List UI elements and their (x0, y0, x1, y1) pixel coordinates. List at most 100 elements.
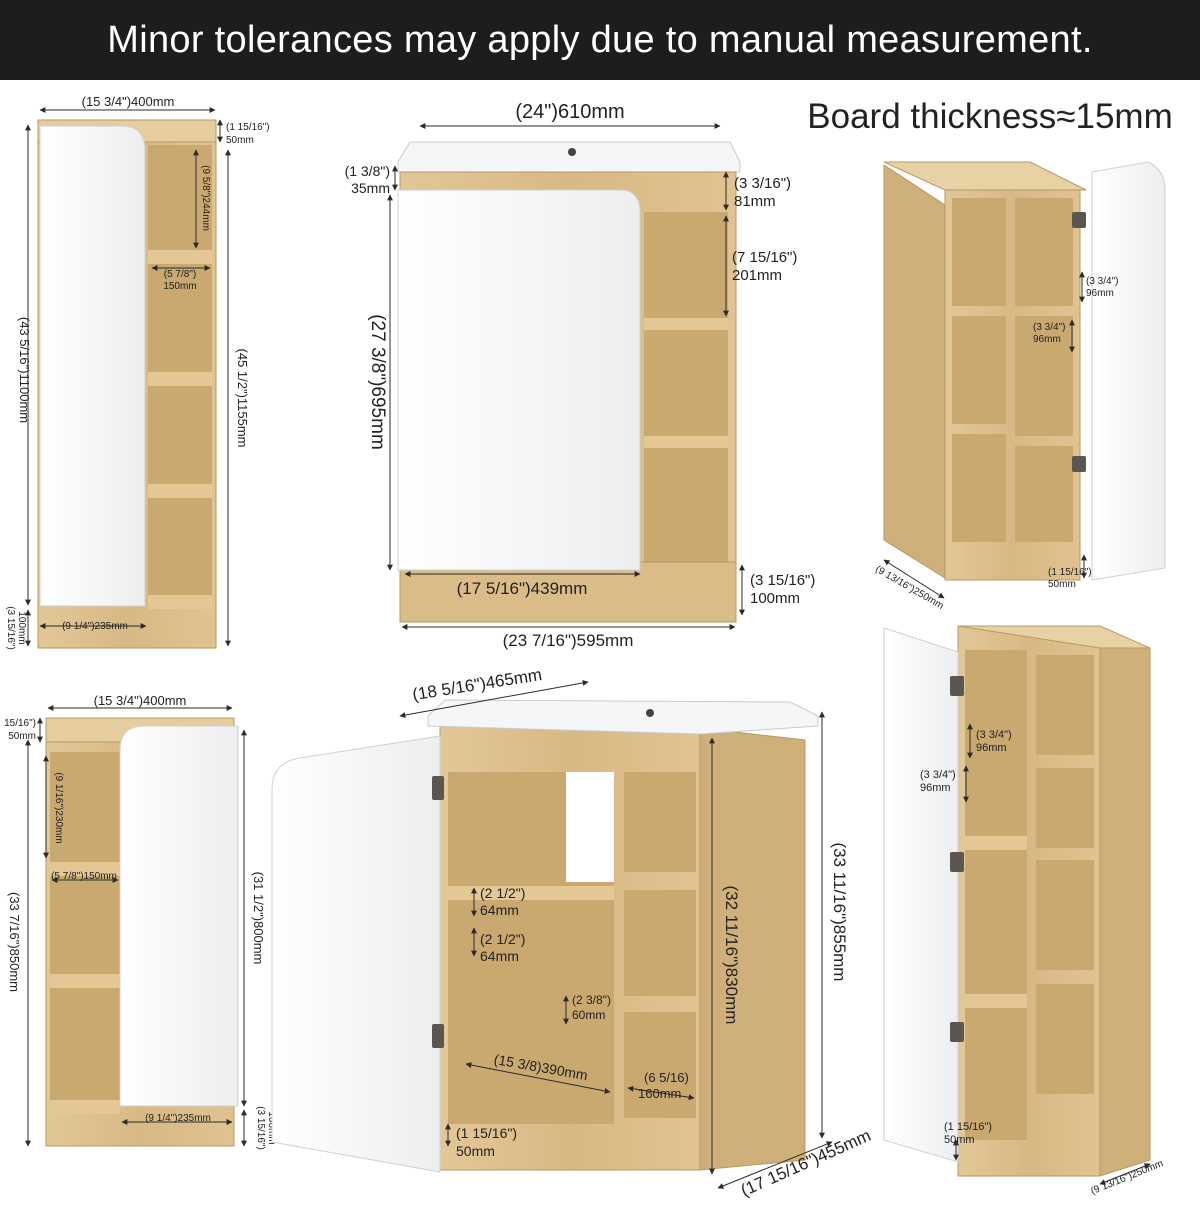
dim-line (399, 680, 589, 718)
cabinet-door (883, 627, 959, 1163)
cabinet-door (39, 125, 146, 607)
dim-base: (1 15/16")50mm (944, 1121, 992, 1146)
shelf (448, 886, 614, 900)
hinge-icon (1072, 456, 1086, 472)
dim-line (1099, 1163, 1151, 1185)
dim-depth-top: (18 5/16")465mm (411, 665, 543, 704)
dim-base: (1 15/16")50mm (456, 1125, 517, 1159)
dim-top-rail: (1 15/16")50mm (226, 122, 270, 146)
cabinet-side (883, 164, 946, 579)
banner: Minor tolerances may apply due to manual… (0, 0, 1200, 80)
dim-line (627, 1085, 695, 1101)
dim-base: (3 15/16")100mm (750, 572, 815, 607)
shelf (965, 994, 1027, 1008)
shelf (50, 974, 120, 988)
sink-top (397, 141, 741, 173)
dim-base: (1 15/16")50mm (1048, 567, 1092, 590)
faucet-hole (568, 148, 576, 156)
dim-cubby-a: (3 3/4")96mm (976, 729, 1012, 754)
dim-shelf-b: (5 7/8")150mm (163, 269, 196, 292)
shelf (148, 484, 212, 498)
dim-upper-shelf: (7 15/16")201mm (732, 249, 797, 284)
compartment (1036, 655, 1094, 755)
shelf (148, 250, 212, 264)
shelf (148, 595, 212, 609)
dim-right-height: (45 1/2")1155mm (235, 348, 250, 447)
cabinet-side (699, 727, 806, 1171)
compartment (952, 434, 1006, 542)
hinge-icon (950, 852, 964, 872)
dim-right-height: (31 1/2")800mm (251, 872, 266, 965)
dim-inner-height: (32 11/16")830mm (722, 886, 741, 1025)
banner-text: Minor tolerances may apply due to manual… (107, 18, 1093, 61)
dim-inner-width: (17 5/16")439mm (457, 579, 588, 598)
dim-cubby-a: (3 3/4")96mm (1086, 276, 1118, 299)
dim-top-width: (15 3/4")400mm (94, 693, 187, 708)
dim-cubby-width: (6 5/16)160mm (638, 1070, 689, 1101)
hinge-icon (950, 676, 964, 696)
shelf (50, 1100, 120, 1114)
shelf-interior (50, 752, 120, 1102)
dim-top-rail: 15/16")50mm (4, 718, 36, 742)
compartment (1036, 984, 1094, 1094)
dim-cubby-b: (3 3/4")96mm (920, 769, 956, 794)
dim-left-height: (33 7/16")850mm (7, 892, 22, 992)
hinge-icon (950, 1022, 964, 1042)
dim-base: (3 15/16")100mm (5, 606, 27, 650)
dim-top-width: (15 3/4")400mm (82, 94, 175, 109)
dim-top-rail: (3 3/16")81mm (734, 175, 791, 210)
dim-base-width: (9 1/4")235mm (145, 1113, 211, 1124)
cabinet-door (119, 725, 239, 1107)
dim-line (883, 559, 945, 599)
dim-gap-b: (2 1/2")64mm (480, 931, 525, 964)
cabinet-top-rail (883, 161, 1087, 191)
compartment (1015, 446, 1073, 542)
panel-front-sink: (24")610mm (1 3/8")35mm (3 3/16")81mm (7… (345, 101, 816, 650)
panel-side-short: (15 3/4")400mm 15/16")50mm (9 1/16")230m… (4, 693, 277, 1150)
panel-side-tall: (15 3/4")400mm (1 15/16")50mm (9 5/8")24… (5, 94, 270, 650)
shelf (644, 318, 728, 330)
compartment (1015, 198, 1073, 306)
dimension-diagram: Board thickness≈15mm (15 3/4")400mm (1 1… (4, 94, 1173, 1200)
board-thickness-note: Board thickness≈15mm (807, 97, 1172, 136)
dim-gap-a: (2 1/2")64mm (480, 885, 525, 918)
dim-line (465, 1062, 611, 1094)
compartment (1036, 768, 1094, 848)
dim-gap-c: (2 3/8")60mm (572, 993, 611, 1022)
dim-shelf-b: (5 7/8")150mm (51, 871, 117, 882)
compartment (1015, 316, 1073, 436)
panel-open-vanity: (18 5/16")465mm (2 1/2")64mm (2 1/2")64m… (271, 665, 874, 1200)
cabinet-side (1099, 647, 1151, 1177)
cabinet-door (1091, 161, 1166, 581)
compartment (624, 1012, 696, 1118)
dim-top-width: (24")610mm (515, 101, 624, 123)
hinge-icon (432, 1024, 444, 1048)
shelf (644, 436, 728, 448)
shelf (148, 372, 212, 386)
dim-body-height: (27 3/8")695mm (367, 314, 388, 450)
shelf (965, 836, 1027, 850)
shelf (50, 862, 120, 876)
dim-shelf-a: (9 5/8")244mm (200, 165, 211, 231)
panel-open-tall: (3 3/4")96mm (3 3/4")96mm (1 15/16")50mm… (883, 625, 1165, 1197)
compartment (952, 198, 1006, 306)
dim-total-height: (33 11/16")855mm (830, 843, 849, 982)
shelf-interior (644, 212, 728, 562)
diagram-stage: Board thickness≈15mm (15 3/4")400mm (1 1… (0, 80, 1200, 1200)
compartment (952, 316, 1006, 424)
dim-left-height: (43 5/16")1100mm (17, 317, 32, 423)
compartment (1036, 860, 1094, 970)
compartment-tall (965, 650, 1027, 1140)
dim-line (717, 1141, 833, 1189)
compartment (624, 772, 696, 872)
dim-basin: (1 3/8")35mm (345, 163, 390, 196)
cabinet-door (397, 189, 641, 571)
faucet-hole (646, 709, 654, 717)
dim-cubby-b: (3 3/4")96mm (1033, 322, 1065, 345)
cabinet-door (271, 735, 441, 1173)
dim-bottom-width: (23 7/16")595mm (503, 631, 634, 650)
hinge-icon (1072, 212, 1086, 228)
dim-base-width: (9 1/4")235mm (62, 621, 128, 632)
plumbing-cutout (566, 772, 614, 882)
compartment (624, 890, 696, 996)
